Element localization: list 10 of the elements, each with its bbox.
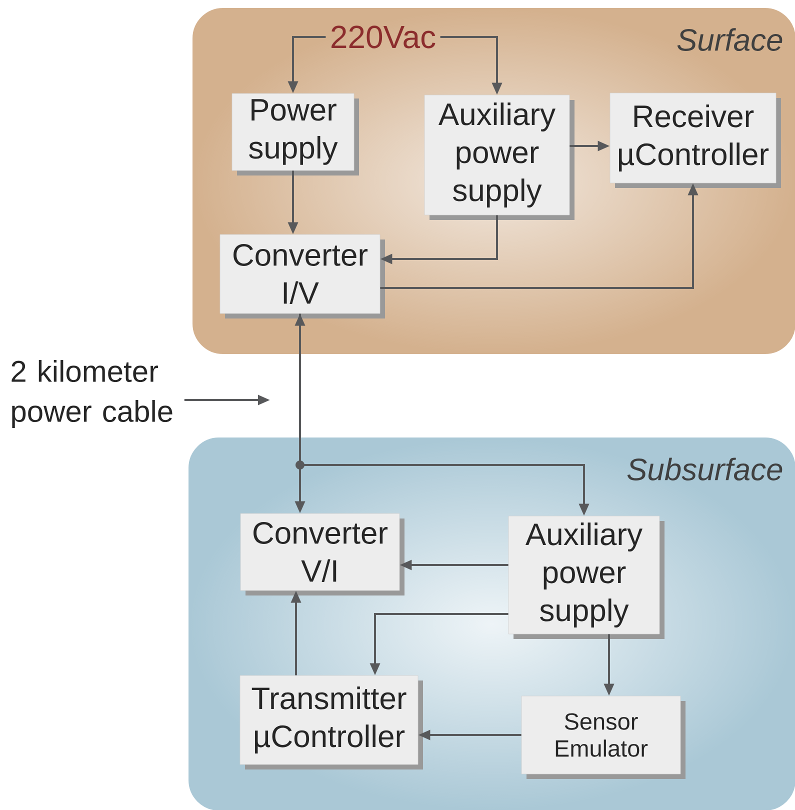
process-box: Power supply	[232, 93, 359, 176]
voltage-label: 220Vac	[332, 26, 436, 48]
process-box: Transmitter µController	[240, 675, 423, 770]
process-box: Sensor Emulator	[521, 696, 686, 779]
process-box: Converter I/V	[220, 234, 385, 318]
cable-label: 2 kilometer power cable	[12, 360, 172, 428]
process-box: Auxiliary power supply	[424, 94, 574, 220]
process-box: Converter V/I	[240, 513, 404, 596]
process-box: Receiver µController	[610, 92, 781, 188]
process-box: Auxiliary power supply	[508, 516, 664, 639]
